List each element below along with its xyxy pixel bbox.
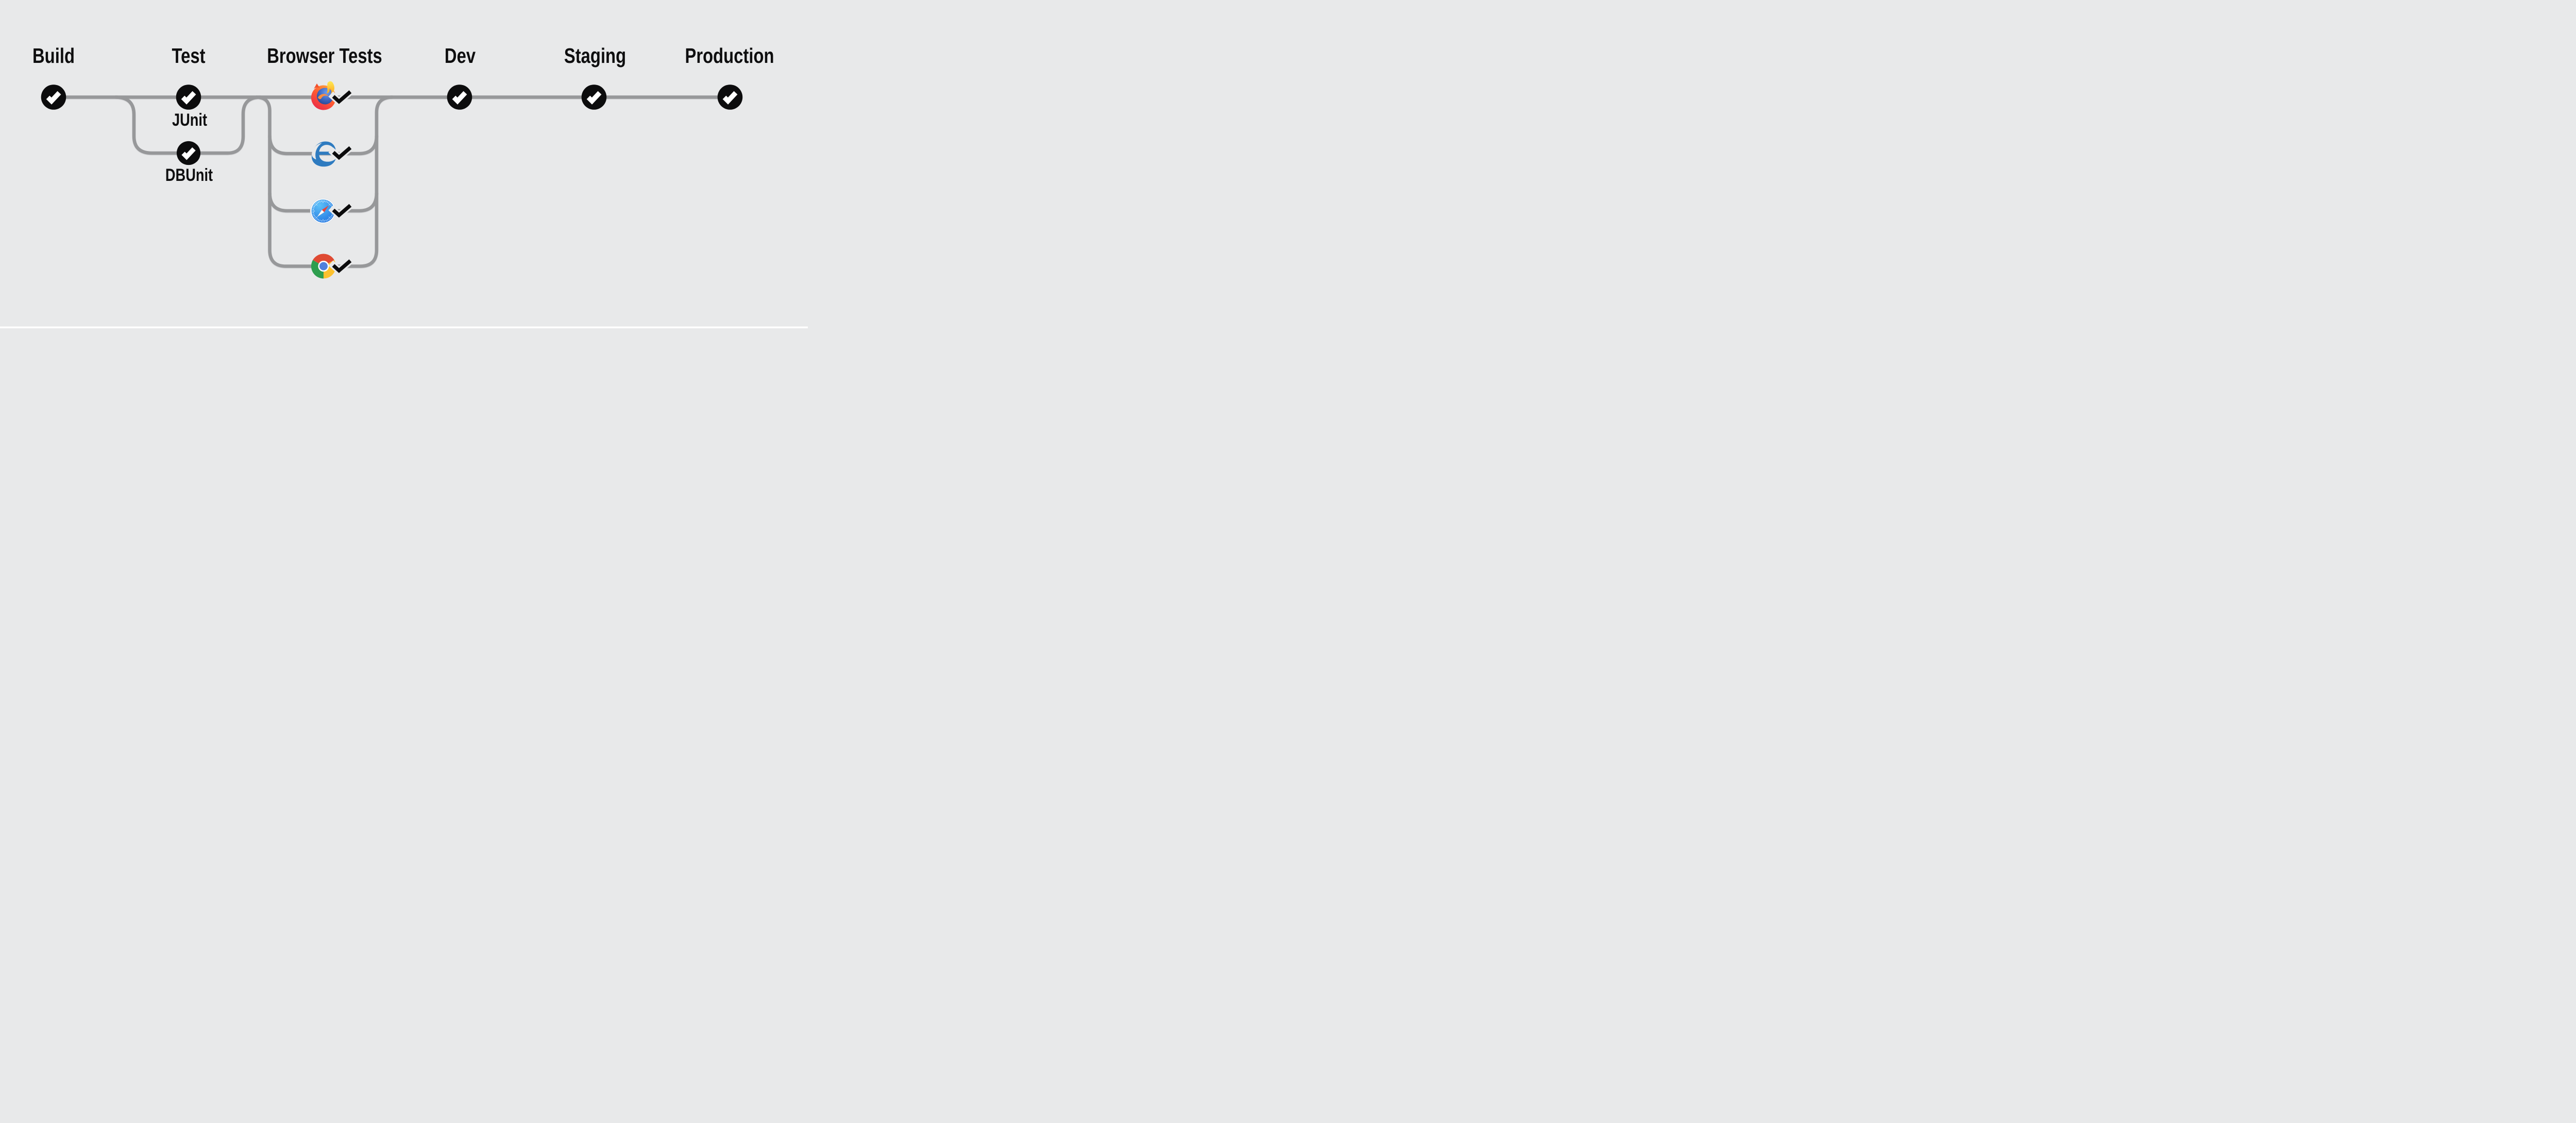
browser-branch-outer-loop: [256, 95, 393, 268]
check-icon: [181, 91, 196, 105]
node-dev: [447, 85, 472, 110]
pipeline-graph: [0, 81, 808, 328]
chrome-red: [313, 254, 334, 264]
check-safari: [328, 200, 355, 220]
check-icon: [332, 259, 352, 273]
firefox-ear: [314, 83, 320, 89]
check-icon: [181, 147, 196, 160]
edge-swoosh: [312, 143, 322, 160]
safari-needle-red: [321, 205, 329, 212]
stage-label-dev: Dev: [444, 44, 476, 68]
node-test-junit: [176, 85, 201, 110]
firefox-tail: [318, 94, 329, 99]
stage-label-build: Build: [32, 44, 75, 68]
bottom-border: [0, 326, 808, 328]
substep-label-dbunit: DBUnit: [165, 165, 213, 185]
check-icon: [332, 204, 352, 218]
stage-label-production: Production: [685, 44, 774, 68]
check-chrome: [328, 256, 355, 276]
safari-needle-white: [317, 209, 325, 217]
safari-icon: [310, 198, 336, 224]
check-icon: [722, 91, 738, 105]
firefox-globe: [317, 88, 333, 105]
node-production: [717, 85, 743, 110]
chrome-hub: [319, 262, 328, 271]
pipeline-diagram: Build Test Browser Tests Dev Staging Pro…: [0, 0, 808, 328]
check-icon: [452, 91, 467, 105]
stage-label-staging: Staging: [564, 44, 626, 68]
firefox-icon: [311, 81, 336, 110]
firefox-flame: [327, 81, 335, 94]
stage-label-test: Test: [172, 44, 206, 68]
node-build: [41, 85, 66, 110]
check-icon: [46, 91, 61, 105]
safari-needle: [317, 205, 329, 217]
check-edge: [328, 142, 355, 162]
check-icon: [586, 91, 602, 105]
node-staging: [581, 85, 607, 110]
check-icon: [332, 146, 352, 160]
substep-label-junit: JUnit: [172, 110, 207, 130]
chrome-green: [311, 260, 324, 279]
node-test-dbunit: [176, 141, 201, 165]
check-firefox: [328, 87, 355, 107]
stage-label-browser-tests: Browser Tests: [267, 44, 382, 68]
check-icon: [332, 90, 352, 104]
